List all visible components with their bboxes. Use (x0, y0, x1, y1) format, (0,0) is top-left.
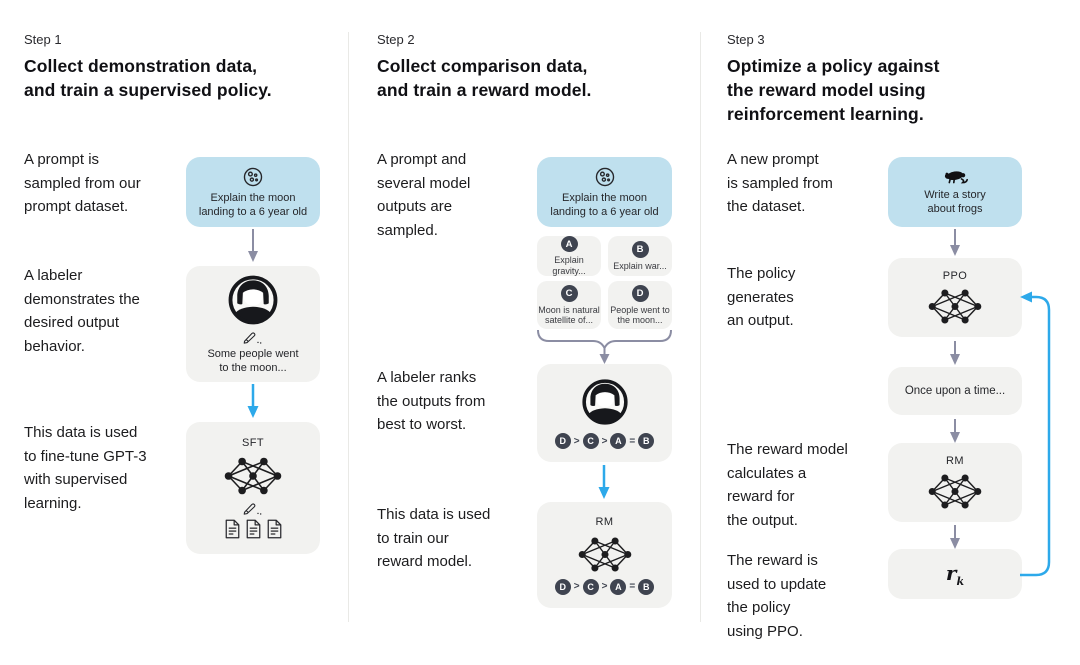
step-1-label: Step 1 (24, 32, 62, 47)
step-3-label: Step 3 (727, 32, 765, 47)
step-1-prompt-box: Explain the moon landing to a 6 year old (186, 157, 320, 227)
step-2-prompt-box: Explain the moon landing to a 6 year old (537, 157, 672, 227)
step-3-caption-reward: The reward model calculates a reward for… (727, 441, 848, 529)
frog-icon (942, 168, 968, 185)
rank-op: > (573, 581, 580, 592)
ranking-row: D > C > A = B (554, 578, 655, 595)
sft-label: SFT (242, 437, 264, 449)
rank-badge: C (582, 578, 599, 595)
rank-badge: A (610, 578, 627, 595)
neural-network-icon (578, 535, 632, 574)
arrow-ppo-to-output (950, 341, 960, 365)
step-2-rm-box: RM D > C > A = B (537, 502, 672, 608)
output-c-badge: C (560, 284, 578, 302)
ppo-label: PPO (942, 269, 968, 282)
arrow-ranking-to-rm (598, 465, 610, 499)
step-3-output-box: Once upon a time... (888, 367, 1022, 415)
output-d-text: People went to the moon... (610, 304, 670, 326)
step-1-demo-text: Some people went to the moon... (207, 348, 299, 374)
step-3-prompt-box: Write a story about frogs (888, 157, 1022, 227)
step-2-ranking-box: D > C > A = B (537, 364, 672, 462)
rank-op: = (629, 435, 636, 447)
rank-op: > (601, 581, 608, 592)
arrow-prompt-to-labeler (248, 229, 258, 262)
output-b-badge: B (631, 240, 649, 258)
rank-badge: B (638, 578, 655, 595)
ranking-row: D > C > A = B (554, 433, 655, 449)
step-3-reward-box: rk (888, 549, 1022, 599)
arrow-prompt-to-ppo (950, 229, 960, 256)
moon-icon (242, 166, 264, 188)
column-divider-1 (348, 32, 349, 622)
output-box-a: A Explain gravity... (537, 236, 601, 276)
rank-badge: D (554, 578, 571, 595)
labeler-avatar-icon (226, 273, 280, 327)
step-3-rm-box: RM (888, 443, 1022, 522)
rank-op: > (573, 435, 580, 447)
arrow-output-to-rm (950, 419, 960, 443)
step-3-prompt-text: Write a story about frogs (924, 189, 986, 215)
step-1-sft-box: SFT (186, 422, 320, 554)
arrow-labeler-to-sft (247, 384, 259, 418)
neural-network-icon (928, 472, 982, 511)
documents-icon (224, 519, 283, 539)
labeler-avatar-icon (580, 377, 630, 427)
reward-value: rk (945, 560, 965, 588)
step-2-caption-ranks: A labeler ranks the outputs from best to… (377, 369, 486, 433)
rank-badge: B (638, 433, 655, 449)
rank-badge: D (554, 433, 571, 449)
step-2-caption-sampled: A prompt and several model outputs are s… (377, 151, 471, 239)
neural-network-icon (224, 455, 282, 497)
step-3-output-text: Once upon a time... (904, 385, 1006, 397)
step-2-title: Collect comparison data, and train a rew… (377, 56, 592, 100)
arrow-rm-to-reward (950, 525, 960, 549)
moon-icon (594, 166, 616, 188)
rank-op: = (629, 581, 636, 592)
step-3-caption-new-prompt: A new prompt is sampled from the dataset… (727, 151, 833, 215)
output-a-badge: A (560, 236, 578, 252)
pencil-icon (243, 330, 263, 344)
rank-badge: A (610, 433, 627, 449)
step-1-caption-labeler: A labeler demonstrates the desired outpu… (24, 267, 140, 355)
output-a-text: Explain gravity... (552, 255, 586, 276)
neural-network-icon (928, 287, 982, 326)
rank-op: > (601, 435, 608, 447)
step-3-caption-update: The reward is used to update the policy … (727, 552, 827, 640)
step-2-prompt-text: Explain the moon landing to a 6 year old (550, 191, 659, 218)
output-box-d: D People went to the moon... (608, 281, 672, 329)
step-1-caption-finetune: This data is used to fine-tune GPT-3 wit… (24, 424, 147, 512)
step-1-title: Collect demonstration data, and train a … (24, 56, 272, 100)
rm-label: RM (946, 454, 964, 467)
step-1-demonstration-box: Some people went to the moon... (186, 266, 320, 382)
brace-merge-arrow (537, 329, 672, 364)
step-3-ppo-box: PPO (888, 258, 1022, 337)
step-2-label: Step 2 (377, 32, 415, 47)
step-3-caption-policy: The policy generates an output. (727, 265, 796, 329)
step-3-title: Optimize a policy against the reward mod… (727, 56, 940, 124)
output-box-b: B Explain war... (608, 236, 672, 276)
output-c-text: Moon is natural satellite of... (538, 304, 600, 326)
output-d-badge: D (631, 284, 649, 302)
pencil-icon (243, 501, 263, 515)
step-2-caption-train: This data is used to train our reward mo… (377, 506, 491, 570)
feedback-loop-arrow (1020, 291, 1051, 577)
step-1-caption-prompt: A prompt is sampled from our prompt data… (24, 151, 141, 215)
output-box-c: C Moon is natural satellite of... (537, 281, 601, 329)
rm-label: RM (595, 515, 614, 528)
column-divider-2 (700, 32, 701, 622)
rank-badge: C (582, 433, 599, 449)
step-1-prompt-text: Explain the moon landing to a 6 year old (198, 191, 308, 218)
output-b-text: Explain war... (613, 260, 667, 271)
